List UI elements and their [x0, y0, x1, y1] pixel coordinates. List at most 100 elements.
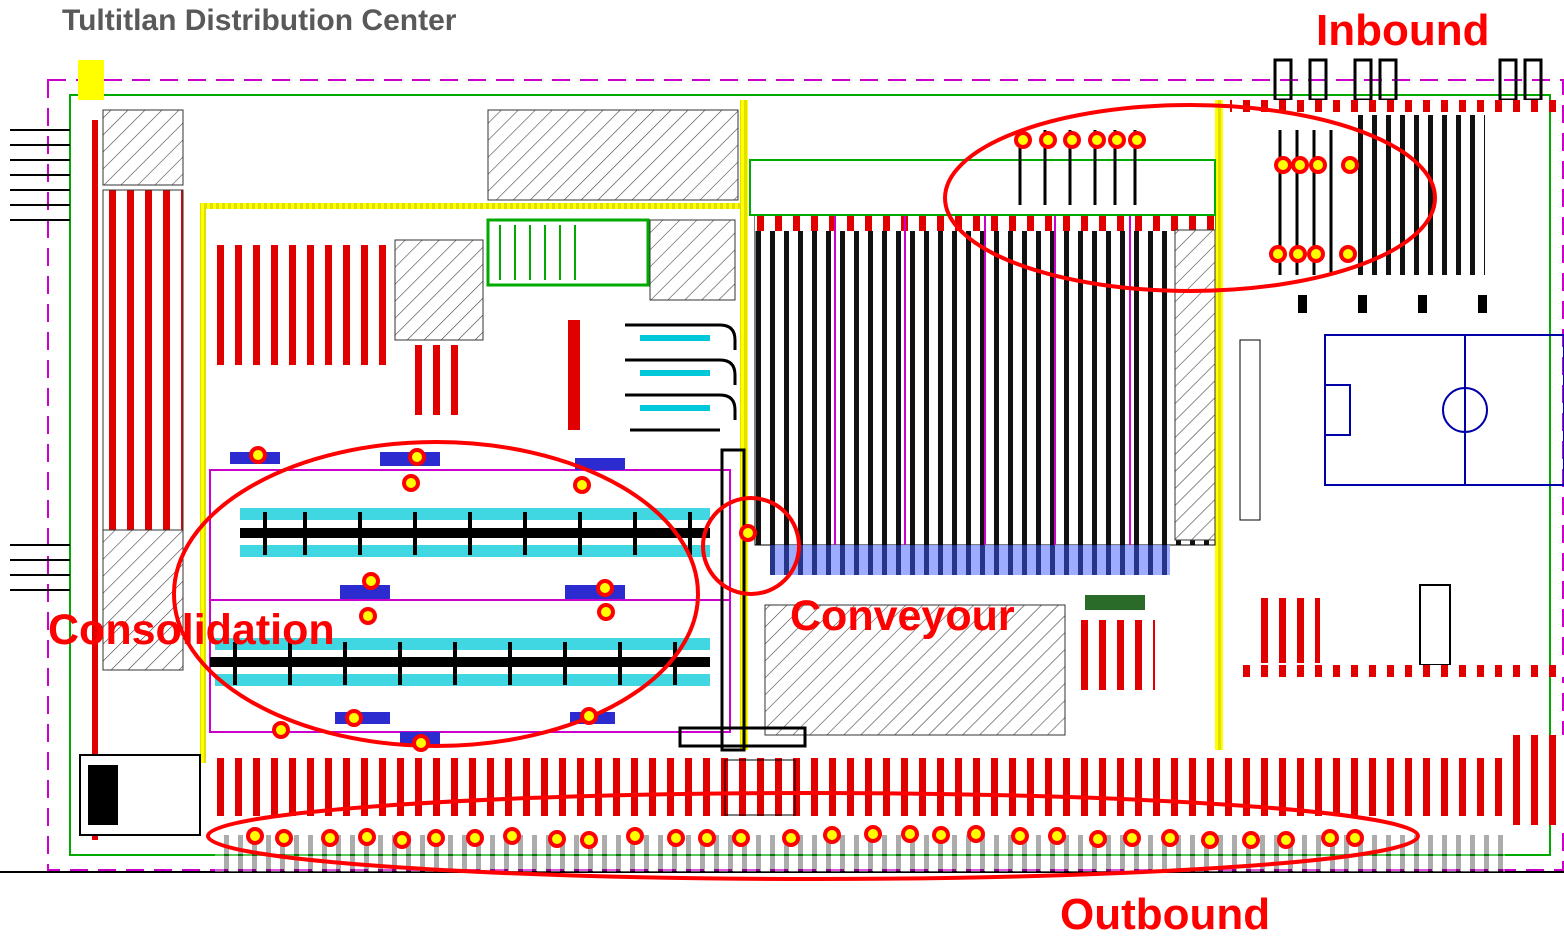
- marker: [1339, 245, 1357, 263]
- marker: [573, 476, 591, 494]
- office-furniture: [88, 765, 118, 825]
- marker: [1039, 131, 1057, 149]
- equipment: [1419, 584, 1451, 666]
- yellow-strip: [200, 203, 740, 209]
- marker: [358, 828, 376, 846]
- storage-area: [1174, 229, 1216, 541]
- marker: [823, 826, 841, 844]
- sports-field: [1324, 334, 1564, 486]
- office-area: [486, 218, 650, 287]
- marker: [1307, 245, 1325, 263]
- outbound-label: Outbound: [1060, 890, 1271, 939]
- marker: [1277, 831, 1295, 849]
- rack-area: [102, 189, 184, 551]
- dock-apron: [749, 159, 1216, 216]
- storage-area: [102, 109, 184, 186]
- conveyor-riser: [720, 448, 746, 752]
- marker: [626, 827, 644, 845]
- storage-area: [102, 529, 184, 671]
- marker: [1161, 829, 1179, 847]
- marker: [1274, 156, 1292, 174]
- lane-dividers: [834, 215, 1131, 545]
- storage-area: [487, 109, 739, 201]
- conveyor-loops: [625, 323, 737, 432]
- marker: [1201, 831, 1219, 849]
- location-markers: [246, 131, 1364, 849]
- marker: [580, 831, 598, 849]
- marker: [1123, 829, 1141, 847]
- yellow-strip: [200, 203, 206, 763]
- marker: [359, 607, 377, 625]
- consolidation-ticks: [233, 512, 692, 685]
- equipment: [1239, 339, 1261, 521]
- marker: [362, 572, 380, 590]
- marker: [1048, 827, 1066, 845]
- marker: [1089, 830, 1107, 848]
- marker: [1108, 131, 1126, 149]
- conveyour-zone-circle: [701, 496, 801, 596]
- marker: [1269, 245, 1287, 263]
- consolidation-zone-ellipse: [172, 440, 700, 748]
- inbound-staging: [1355, 115, 1485, 275]
- marker: [1011, 827, 1029, 845]
- marker: [597, 603, 615, 621]
- rack-rows: [1255, 598, 1320, 663]
- marker: [967, 825, 985, 843]
- marker: [275, 829, 293, 847]
- marker: [345, 709, 363, 727]
- dock-doors: [1235, 665, 1564, 677]
- rack-rows: [1075, 620, 1155, 690]
- marker: [1346, 829, 1364, 847]
- rack-rows: [405, 345, 465, 415]
- marker: [864, 825, 882, 843]
- outbound-zone-ellipse: [206, 791, 1420, 881]
- rack-rows: [1510, 735, 1564, 825]
- marker: [1291, 156, 1309, 174]
- marker: [1063, 131, 1081, 149]
- marker: [427, 829, 445, 847]
- conveyor-accents: [640, 335, 710, 411]
- inbound-zone-ellipse: [943, 103, 1437, 293]
- marker: [321, 829, 339, 847]
- marker: [1088, 131, 1106, 149]
- consolidation-spines: [210, 528, 710, 667]
- storage-area: [649, 219, 736, 301]
- storage-area: [764, 604, 1066, 736]
- marker: [272, 721, 290, 739]
- rack-rows: [215, 245, 390, 365]
- marker: [901, 825, 919, 843]
- inbound-doors: [1230, 100, 1560, 112]
- rack-rows: [568, 320, 580, 430]
- marker: [1242, 831, 1260, 849]
- marker: [249, 446, 267, 464]
- marker: [782, 829, 800, 847]
- marker: [393, 831, 411, 849]
- outbound-dense-rack: [724, 759, 796, 816]
- zone-highlights: [172, 103, 1437, 881]
- marker: [1128, 131, 1146, 149]
- marker: [732, 829, 750, 847]
- marker: [1309, 156, 1327, 174]
- inbound-bollards: [1298, 295, 1487, 313]
- page-title: Tultitlan Distribution Center: [62, 4, 457, 37]
- marker: [1321, 829, 1339, 847]
- equipment: [1085, 595, 1145, 610]
- marker: [580, 707, 598, 725]
- marker: [667, 829, 685, 847]
- marker: [402, 474, 420, 492]
- marker: [408, 448, 426, 466]
- left-docks: [10, 129, 70, 591]
- marker: [932, 826, 950, 844]
- conveyor-link: [678, 726, 807, 748]
- marker: [1014, 131, 1032, 149]
- marker: [1341, 156, 1359, 174]
- marker: [246, 827, 264, 845]
- consolidation-workstations: [230, 452, 625, 744]
- conveyour-label: Conveyour: [790, 592, 1015, 640]
- marker: [412, 734, 430, 752]
- marker: [466, 829, 484, 847]
- marker: [548, 830, 566, 848]
- marker: [596, 579, 614, 597]
- yellow-strip: [740, 100, 748, 750]
